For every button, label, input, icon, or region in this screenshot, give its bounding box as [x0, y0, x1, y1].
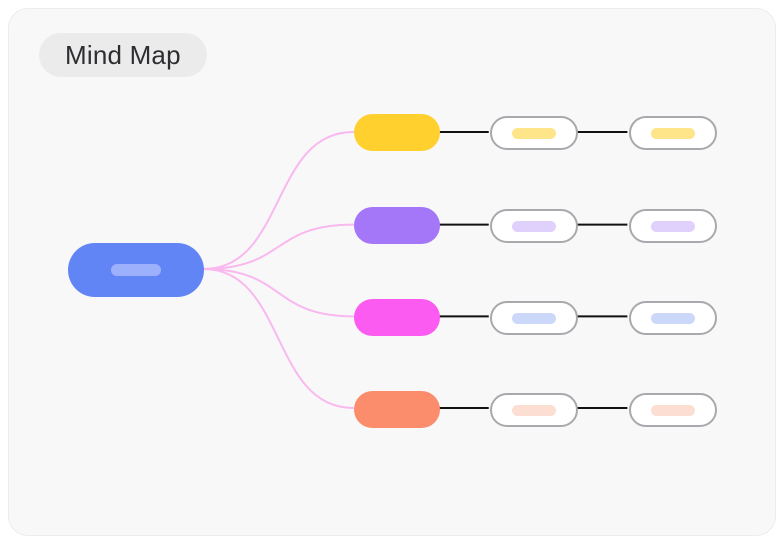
leaf-magenta-1-label-bar: [512, 312, 556, 324]
leaf-yellow-2[interactable]: [629, 116, 717, 150]
leaf-magenta-2[interactable]: [629, 301, 717, 335]
page-title-label: Mind Map: [65, 40, 181, 70]
leaf-purple-2[interactable]: [629, 209, 717, 243]
leaf-purple-1[interactable]: [490, 209, 578, 243]
mindmap-canvas[interactable]: Mind Map: [8, 8, 776, 536]
branch-yellow[interactable]: [354, 114, 440, 151]
branch-purple[interactable]: [354, 207, 440, 244]
connector-root-to-branch-magenta: [202, 268, 355, 318]
connector-root-to-branch-purple: [202, 223, 355, 271]
root-node[interactable]: [68, 243, 204, 297]
branch-orange[interactable]: [354, 391, 440, 428]
leaf-magenta-2-label-bar: [651, 312, 695, 324]
leaf-yellow-1-label-bar: [512, 127, 556, 139]
page-title: Mind Map: [39, 33, 207, 77]
leaf-orange-2[interactable]: [629, 393, 717, 427]
leaf-magenta-1[interactable]: [490, 301, 578, 335]
branch-magenta[interactable]: [354, 299, 440, 336]
leaf-orange-1-label-bar: [512, 404, 556, 416]
leaf-orange-1[interactable]: [490, 393, 578, 427]
leaf-purple-1-label-bar: [512, 220, 556, 232]
leaf-yellow-2-label-bar: [651, 127, 695, 139]
leaf-purple-2-label-bar: [651, 220, 695, 232]
connector-root-to-branch-yellow: [202, 131, 355, 271]
root-node-label-bar: [111, 264, 161, 276]
leaf-orange-2-label-bar: [651, 404, 695, 416]
leaf-yellow-1[interactable]: [490, 116, 578, 150]
connector-root-to-branch-orange: [202, 268, 355, 409]
